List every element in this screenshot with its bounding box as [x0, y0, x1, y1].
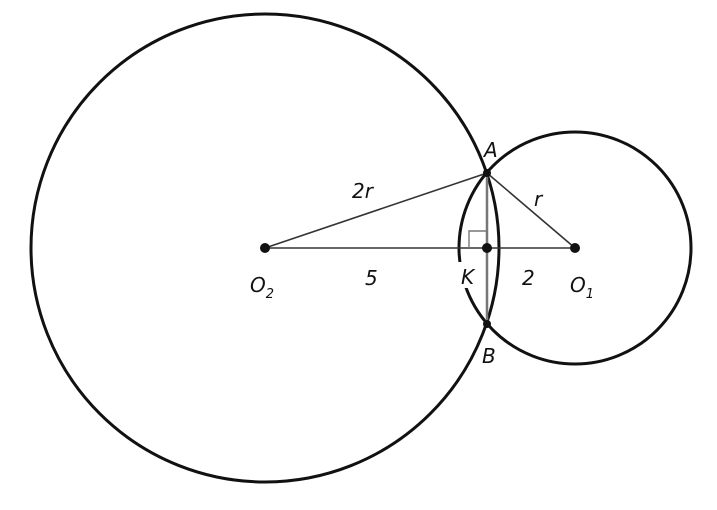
label-b: B	[482, 344, 496, 368]
point-b	[483, 320, 491, 328]
label-2: 2	[522, 266, 535, 290]
label-o1-sub: 1	[586, 287, 594, 302]
label-5: 5	[365, 266, 378, 290]
label-k: K	[461, 265, 476, 289]
point-o2	[260, 243, 270, 253]
label-k-background	[458, 262, 480, 288]
label-o2-sub: 2	[266, 287, 274, 302]
segment-o1-a	[486, 172, 576, 249]
label-o1-base: O	[570, 273, 586, 297]
label-o2: O2	[250, 273, 274, 302]
segment-o2-a	[264, 172, 488, 249]
label-r: r	[534, 187, 544, 211]
label-a: A	[482, 138, 498, 162]
point-a	[483, 169, 491, 177]
label-2r: 2r	[352, 179, 375, 203]
point-o1	[570, 243, 580, 253]
label-o1: O1	[570, 273, 594, 302]
right-angle-mark	[468, 230, 487, 248]
point-k	[482, 243, 492, 253]
label-o2-base: O	[250, 273, 266, 297]
